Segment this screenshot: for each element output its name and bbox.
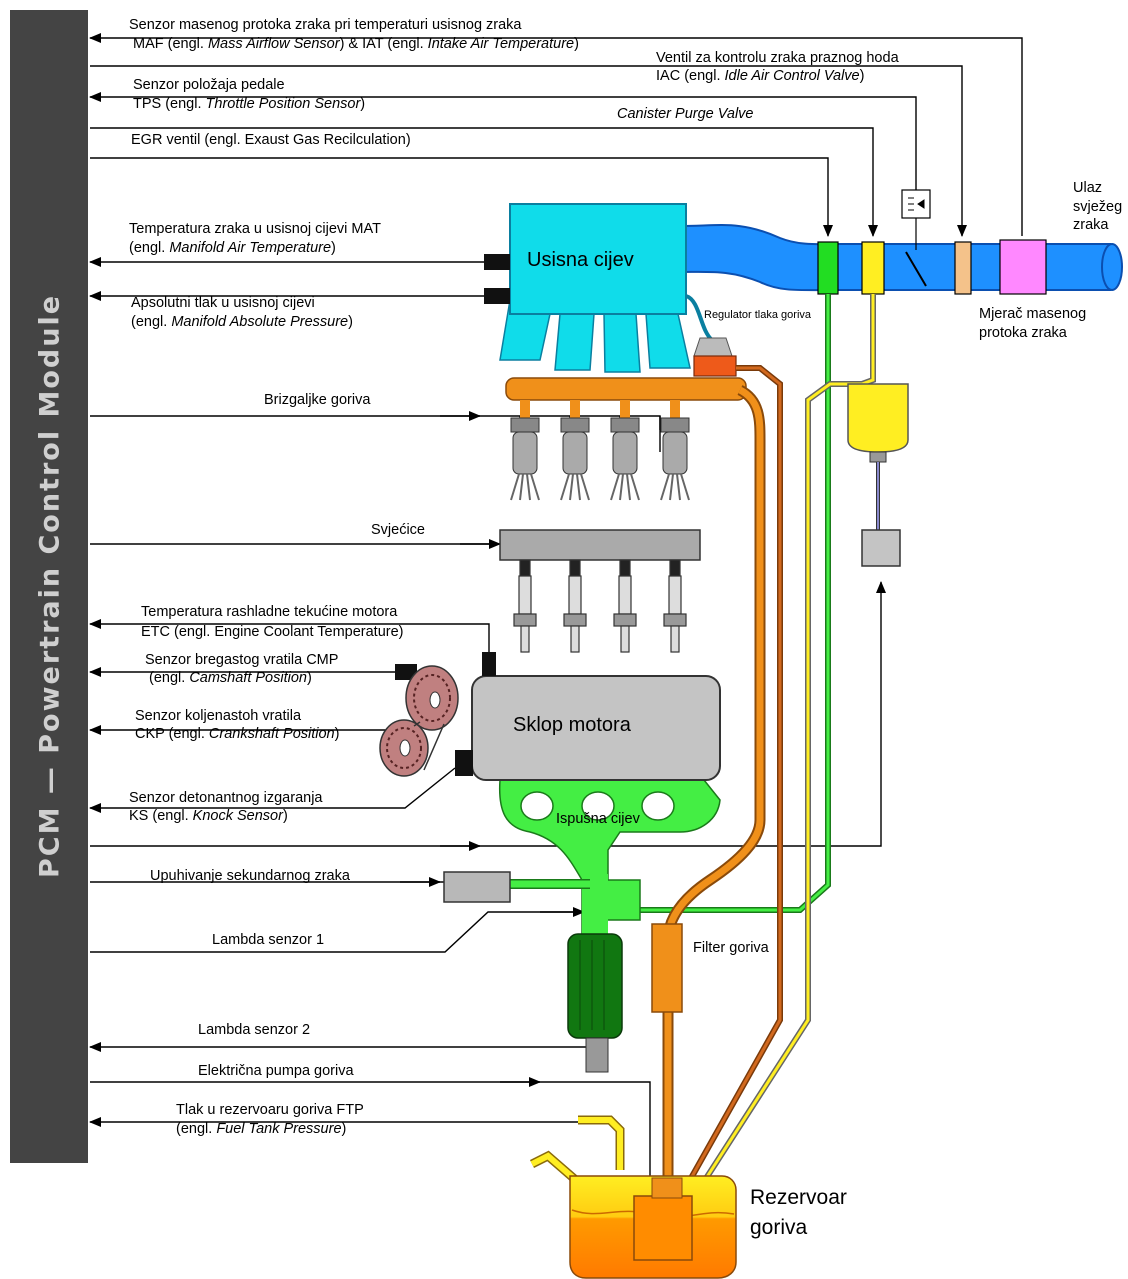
fuel-tank: [529, 1115, 737, 1279]
ckp-label-2: CKP (engl. Crankshaft Position): [135, 726, 340, 742]
maf-label: Senzor masenog protoka zraka pri tempera…: [129, 17, 522, 33]
fuel-filter-label: Filter goriva: [693, 940, 769, 956]
signal-lines: [89, 33, 1023, 1180]
ckp-label: Senzor koljenastoh vratila: [135, 708, 302, 724]
intake-manifold: [484, 203, 691, 373]
map-label-2: (engl. Manifold Absolute Pressure): [131, 314, 353, 330]
cmp-label: Senzor bregastog vratila CMP: [145, 652, 339, 668]
lambda1-label: Lambda senzor 1: [212, 932, 325, 948]
canister-purge-valve: [861, 241, 885, 295]
etc-signal-line: [89, 619, 490, 652]
etc-label: Temperatura rashladne tekućine motora: [141, 604, 398, 620]
maf-meter-label-2: protoka zraka: [979, 325, 1067, 341]
egr-valve: [817, 241, 839, 295]
egr-signal-line: [90, 157, 833, 237]
injectors-label: Brizgaljke goriva: [264, 392, 371, 408]
injectors: [510, 400, 690, 501]
spark-plugs: [513, 559, 687, 653]
mat-label-2: (engl. Manifold Air Temperature): [129, 240, 336, 256]
fresh-air-label-1: Ulaz: [1073, 180, 1103, 196]
cmp-label-2: (engl. Camshaft Position): [149, 670, 312, 686]
spark-label: Svjećice: [371, 522, 425, 538]
iac-signal-line: [90, 65, 967, 237]
fuel-pressure-regulator: [693, 355, 737, 377]
etc-sensor: [482, 652, 496, 676]
tps-label-2: TPS (engl. Throttle Position Sensor): [133, 96, 366, 112]
pcm-label: PCM — Powertrain Control Module: [34, 293, 66, 879]
tank-label-2: goriva: [750, 1216, 808, 1239]
tps-signal-line: [89, 92, 917, 190]
catalytic-converter: [567, 933, 623, 1039]
fuel-filter: [651, 923, 683, 1013]
iac-label-2: IAC (engl. Idle Air Control Valve): [656, 68, 865, 84]
fuel-pump-label: Električna pumpa goriva: [198, 1063, 354, 1079]
fresh-air-label-2: svježeg: [1073, 199, 1123, 215]
map-label: Apsolutni tlak u usisnoj cijevi: [131, 295, 315, 311]
maf-meter-label-1: Mjerač masenog: [979, 306, 1087, 322]
engine-block: [471, 675, 721, 781]
timing-gears: [379, 665, 459, 777]
lambda2-label: Lambda senzor 2: [198, 1022, 311, 1038]
mat-label: Temperatura zraka u usisnoj cijevi MAT: [129, 221, 381, 237]
pcm-module: [10, 10, 88, 1163]
etc-label-2: ETC (engl. Engine Coolant Temperature): [141, 624, 404, 640]
ignition-coil-pack: [499, 529, 701, 561]
engine-label: Sklop motora: [513, 714, 631, 736]
secondary-air-label: Upuhivanje sekundarnog zraka: [150, 868, 350, 884]
ks-label: Senzor detonantnog izgaranja: [129, 790, 323, 806]
maf-signal-line: [89, 33, 1023, 236]
ks-label-2: KS (engl. Knock Sensor): [129, 808, 288, 824]
regulator-label: Regulator tlaka goriva: [704, 309, 812, 321]
egr-label: EGR ventil (engl. Exaust Gas Recilculati…: [131, 132, 411, 148]
fuel-pump: [633, 1195, 693, 1261]
iac-label: Ventil za kontrolu zraka praznog hoda: [656, 50, 899, 66]
charcoal-canister: [847, 383, 909, 453]
canister-label: Canister Purge Valve: [617, 106, 754, 122]
iac-valve: [954, 241, 972, 295]
intake-manifold-label: Usisna cijev: [527, 249, 634, 271]
tps-label: Senzor položaja pedale: [133, 77, 285, 93]
tank-label-1: Rezervoar: [750, 1186, 847, 1209]
canister-signal-line: [90, 127, 878, 237]
cmp-sensor: [395, 664, 417, 680]
tps-sensor: [901, 189, 931, 219]
maf-meter: [999, 239, 1047, 295]
maf-label-2: MAF (engl. Mass Airflow Sensor) & IAT (e…: [133, 36, 579, 52]
exhaust-label: Ispušna cijev: [556, 811, 640, 827]
knock-sensor: [455, 750, 473, 776]
throttle-plate: [905, 251, 927, 287]
fuel-rail: [505, 377, 747, 401]
ftp-label: Tlak u rezervoaru goriva FTP: [176, 1102, 364, 1118]
fresh-air-label-3: zraka: [1073, 217, 1109, 233]
ftp-label-2: (engl. Fuel Tank Pressure): [176, 1121, 347, 1137]
secondary-air-pump: [443, 871, 511, 903]
